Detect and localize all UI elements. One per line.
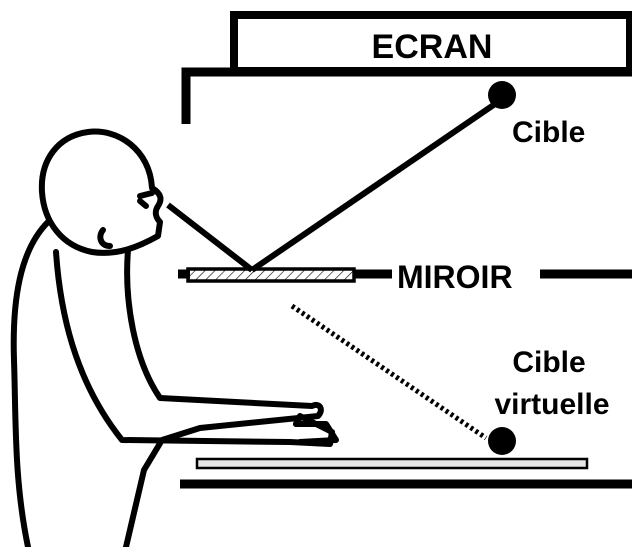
frame-top-left bbox=[181, 67, 632, 124]
reflection-ray bbox=[166, 101, 497, 273]
person-back bbox=[10, 219, 51, 547]
mirror-glass bbox=[186, 267, 356, 283]
person-hand bbox=[293, 421, 339, 445]
person-ear bbox=[97, 227, 113, 249]
target-label: Cible bbox=[512, 116, 585, 149]
target-dot bbox=[488, 81, 516, 109]
person-figure bbox=[10, 128, 339, 547]
person-chest bbox=[123, 247, 324, 547]
mirror: MIROIR bbox=[178, 259, 632, 295]
person-head bbox=[38, 128, 164, 256]
mirror-label: MIROIR bbox=[397, 259, 513, 295]
table-surface bbox=[195, 457, 589, 470]
screen-label: ECRAN bbox=[372, 28, 493, 66]
person-eye bbox=[137, 190, 155, 209]
ray-target-to-mirror bbox=[250, 101, 497, 273]
apparatus-frame bbox=[180, 67, 632, 489]
ray-mirror-to-eye bbox=[166, 202, 254, 273]
virtual-target-label-line1: Cible bbox=[512, 346, 585, 379]
virtual-target-label-line2: virtuelle bbox=[494, 388, 609, 421]
screen: ECRAN bbox=[230, 11, 632, 75]
virtual-sight-line bbox=[290, 303, 488, 441]
virtual-target-dot bbox=[488, 427, 516, 455]
